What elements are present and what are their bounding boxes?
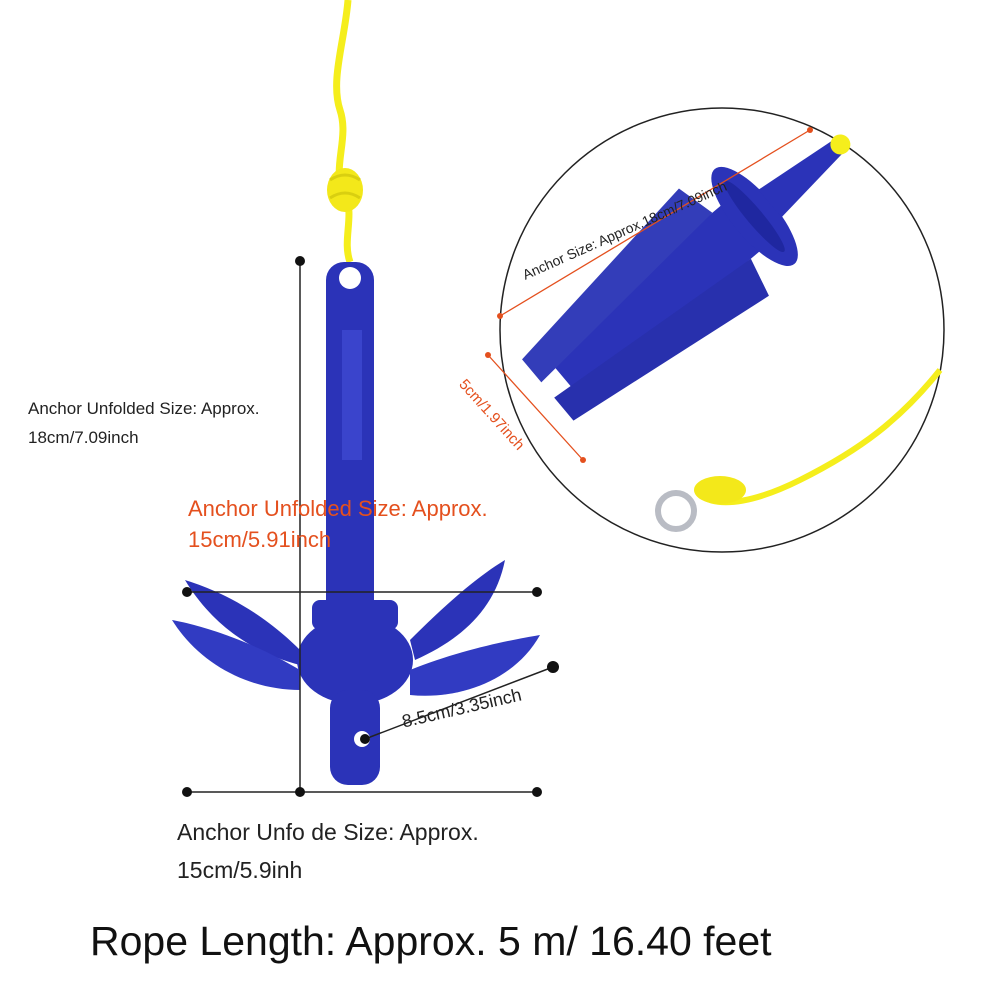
folded-anchor <box>522 134 851 421</box>
unfolded-size-left-line1: Anchor Unfolded Size: Approx. <box>28 399 260 418</box>
unfolded-size-left-label: Anchor Unfolded Size: Approx. 18cm/7.09i… <box>28 394 260 452</box>
anchor-fluke <box>410 635 540 696</box>
bottom-size-line2: 15cm/5.9inh <box>177 857 303 883</box>
bottom-size-label: Anchor Unfo de Size: Approx. 15cm/5.9inh <box>177 813 479 889</box>
unfolded-size-red-line2: 15cm/5.91inch <box>188 527 332 552</box>
rope-length-caption: Rope Length: Approx. 5 m/ 16.40 feet <box>90 918 772 964</box>
unfolded-size-left-line2: 18cm/7.09inch <box>28 428 139 447</box>
rope-knot <box>327 168 363 212</box>
bottom-size-line1: Anchor Unfo de Size: Approx. <box>177 819 479 845</box>
anchor-fluke <box>172 620 300 690</box>
anchor-hub <box>297 616 413 704</box>
inset-circle <box>499 107 945 553</box>
unfolded-size-red-line1: Anchor Unfolded Size: Approx. <box>188 496 488 521</box>
measure-line-diagonal <box>364 666 554 740</box>
rope <box>333 0 354 264</box>
unfolded-size-red-label: Anchor Unfolded Size: Approx. 15cm/5.91i… <box>188 493 488 555</box>
anchor-fluke <box>185 580 300 665</box>
split-ring <box>655 490 697 532</box>
anchor-fluke <box>410 560 505 660</box>
